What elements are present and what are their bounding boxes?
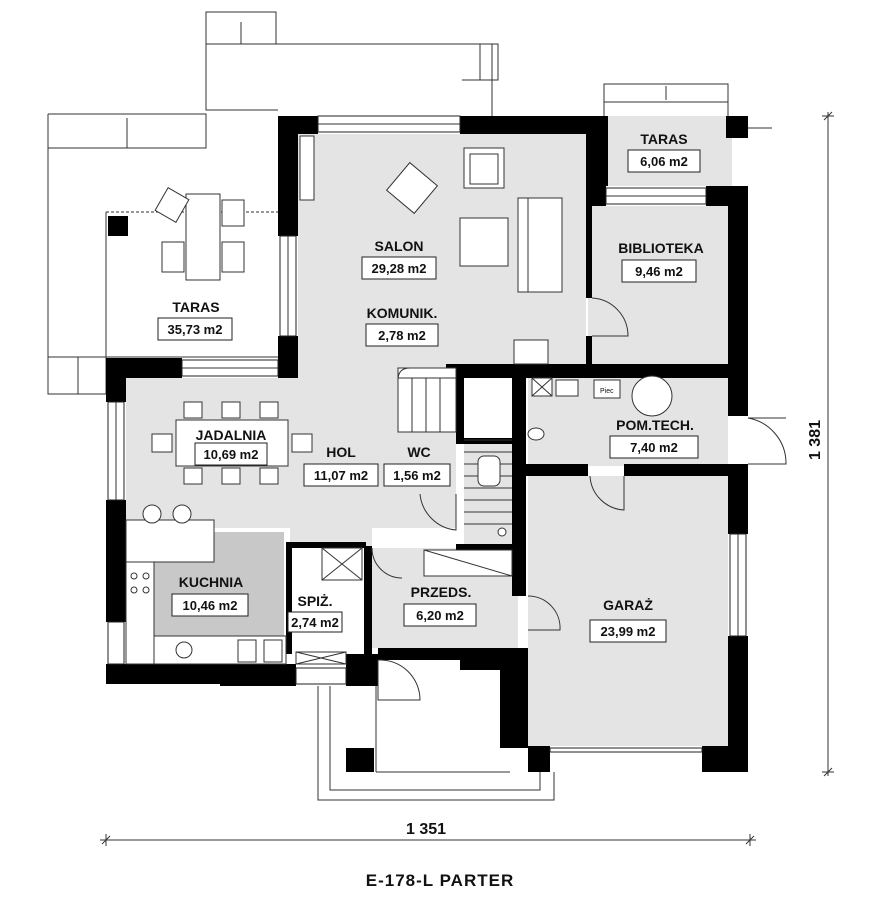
area-box-jadalnia <box>194 442 268 466</box>
doors <box>371 297 787 701</box>
dimension-horizontal: 1 351 <box>100 821 756 846</box>
windows <box>107 115 747 753</box>
area-box-spiz <box>287 611 343 633</box>
room-area-wc: 1,56 m2 <box>393 468 441 483</box>
room-labels: TARAS 35,73 m2 TARAS 6,06 m2 SALON 29,28… <box>157 131 704 643</box>
room-area-przeds: 6,20 m2 <box>416 608 464 623</box>
area-box-taras-small <box>627 149 701 173</box>
room-name-jadalnia: JADALNIA <box>196 427 267 443</box>
room-area-hol: 11,07 m2 <box>314 468 368 483</box>
dimension-height-label: 1 381 <box>807 420 824 460</box>
room-area-salon: 29,28 m2 <box>372 261 427 276</box>
room-name-spiz: SPIŻ. <box>297 593 332 609</box>
room-name-komunik: KOMUNIK. <box>367 305 438 321</box>
dimension-vertical: 1 381 <box>807 111 834 777</box>
plan-caption: E-178-L PARTER <box>366 871 514 890</box>
dimension-width-label: 1 351 <box>406 821 446 838</box>
room-name-wc: WC <box>407 444 430 460</box>
stove-label: Piec <box>600 388 614 395</box>
room-name-garaz: GARAŻ <box>603 597 653 613</box>
room-name-taras-big: TARAS <box>172 299 219 315</box>
room-name-pom-tech: POM.TECH. <box>616 417 694 433</box>
area-box-wc <box>383 463 451 487</box>
room-area-spiz: 2,74 m2 <box>291 615 339 630</box>
area-box-przeds <box>403 603 477 627</box>
room-area-kuchnia: 10,46 m2 <box>183 598 238 613</box>
area-box-komunik <box>365 323 439 347</box>
area-box-hol <box>303 463 379 487</box>
room-name-taras-small: TARAS <box>640 131 687 147</box>
staircase <box>397 367 512 525</box>
room-area-komunik: 2,78 m2 <box>378 328 426 343</box>
room-name-hol: HOL <box>326 444 356 460</box>
walls <box>106 116 748 772</box>
room-area-taras-small: 6,06 m2 <box>640 154 688 169</box>
area-box-kuchnia <box>171 593 249 617</box>
area-box-biblioteka <box>621 259 697 283</box>
room-name-przeds: PRZEDS. <box>411 584 472 600</box>
room-name-biblioteka: BIBLIOTEKA <box>618 240 704 256</box>
room-area-garaz: 23,99 m2 <box>601 624 656 639</box>
room-area-pom-tech: 7,40 m2 <box>630 440 678 455</box>
area-box-pom-tech <box>609 435 699 459</box>
room-name-salon: SALON <box>375 238 424 254</box>
room-area-biblioteka: 9,46 m2 <box>635 264 683 279</box>
room-name-kuchnia: KUCHNIA <box>179 574 244 590</box>
area-box-salon <box>361 256 437 280</box>
room-area-taras-big: 35,73 m2 <box>168 322 223 337</box>
room-area-jadalnia: 10,69 m2 <box>204 447 259 462</box>
area-box-garaz <box>589 619 667 643</box>
area-box-taras-big <box>157 317 233 341</box>
